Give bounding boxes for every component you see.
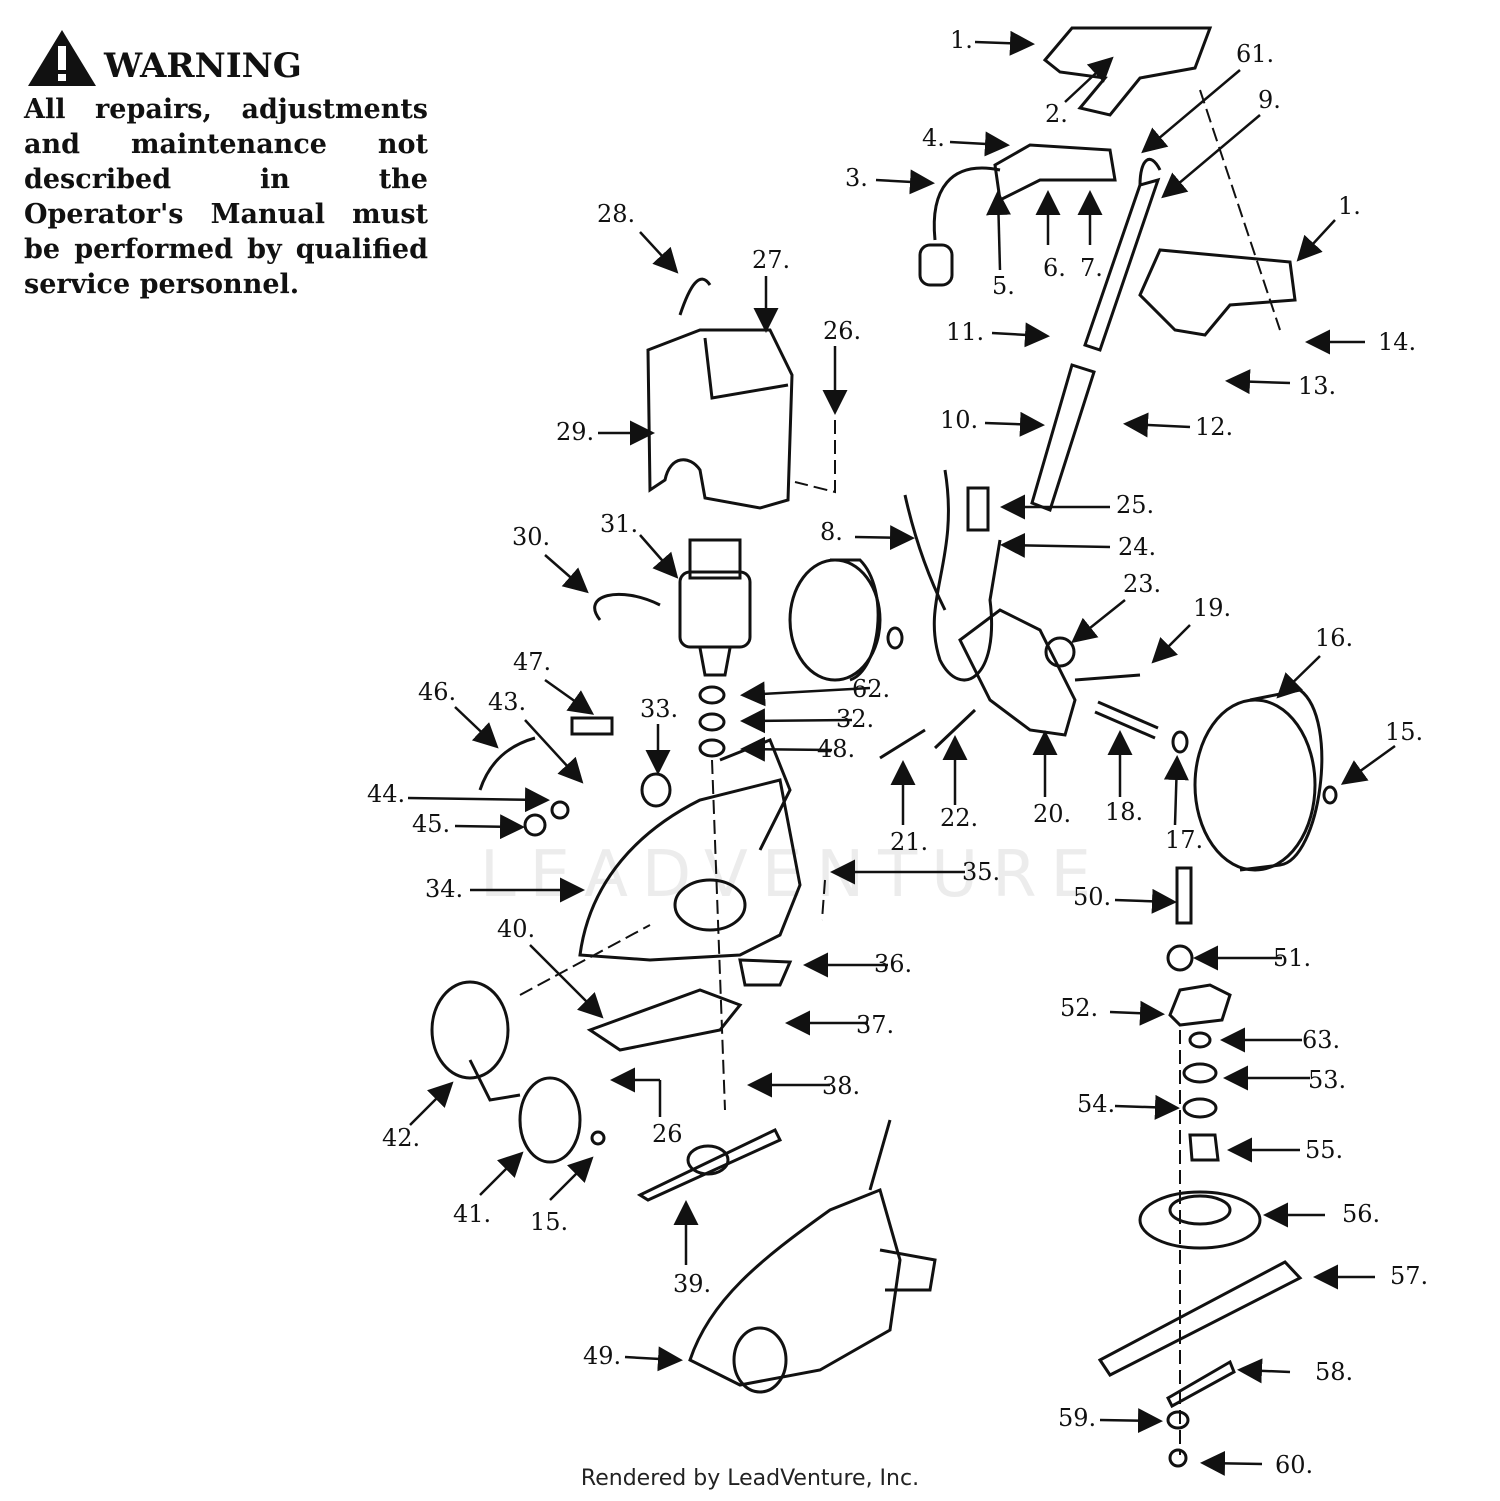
wire-harness	[932, 469, 1002, 682]
callout-15: 15.	[1385, 718, 1423, 746]
handle-grip-top	[1042, 26, 1213, 117]
handle-bend	[1138, 157, 1162, 186]
callout-55: 55.	[1305, 1136, 1343, 1164]
callout-50: 50.	[1073, 883, 1111, 911]
callout-44: 44.	[367, 780, 405, 808]
callout-22: 22.	[940, 804, 978, 832]
callout-38: 38.	[822, 1072, 860, 1100]
callout-4: 4.	[922, 124, 945, 152]
upper-handle-tube	[1083, 177, 1161, 352]
callout-34: 34.	[425, 875, 463, 903]
callout-16: 16.	[1315, 624, 1353, 652]
edger-guide	[958, 608, 1077, 737]
callout-1-side-grip: 1.	[1338, 192, 1361, 220]
callout-54: 54.	[1077, 1090, 1115, 1118]
callout-2: 2.	[1045, 100, 1068, 128]
blade-small	[636, 1128, 783, 1202]
callout-30: 30.	[512, 523, 550, 551]
callout-33: 33.	[640, 695, 678, 723]
callout-63: 63.	[1302, 1026, 1340, 1054]
callout-31: 31.	[600, 510, 638, 538]
callout-27: 27.	[752, 246, 790, 274]
edger-blade	[1097, 1260, 1303, 1377]
render-credit: Rendered by LeadVenture, Inc.	[580, 1466, 920, 1491]
callout-20: 20.	[1033, 800, 1071, 828]
callout-26-lower: 26	[652, 1120, 683, 1148]
callout-21: 21.	[890, 828, 928, 856]
callout-51: 51.	[1273, 944, 1311, 972]
wheel-right	[1193, 698, 1317, 872]
warning-title: WARNING	[104, 46, 302, 86]
callout-26: 26.	[823, 317, 861, 345]
clamp	[593, 592, 661, 621]
wheel-small	[518, 1076, 582, 1164]
callout-15-left: 15.	[530, 1208, 568, 1236]
callout-9: 9.	[1258, 86, 1281, 114]
callout-14: 14.	[1378, 328, 1416, 356]
callout-5: 5.	[992, 272, 1015, 300]
callout-39: 39.	[673, 1270, 711, 1298]
callout-28: 28.	[597, 200, 635, 228]
callout-18: 18.	[1105, 798, 1143, 826]
motor	[678, 570, 752, 649]
callout-58: 58.	[1315, 1358, 1353, 1386]
fan-impeller	[1138, 1190, 1262, 1250]
cord-plug	[918, 243, 954, 287]
callout-45: 45.	[412, 810, 450, 838]
motor-cover	[646, 328, 794, 510]
callout-17: 17.	[1165, 826, 1203, 854]
callout-60: 60.	[1275, 1451, 1313, 1479]
callout-29: 29.	[556, 418, 594, 446]
callout-57: 57.	[1390, 1262, 1428, 1290]
warning-text: All repairs, adjustments and maintenance…	[24, 94, 428, 300]
housing-assembly	[688, 1187, 902, 1387]
callout-35: 35.	[962, 858, 1000, 886]
callout-7: 7.	[1080, 254, 1103, 282]
callout-49: 49.	[583, 1342, 621, 1370]
callout-41: 41.	[453, 1200, 491, 1228]
callout-42: 42.	[382, 1124, 420, 1152]
handle-grip-side	[1138, 248, 1297, 337]
callout-6: 6.	[1043, 254, 1066, 282]
callout-23: 23.	[1123, 570, 1161, 598]
blade-adapter	[1168, 983, 1232, 1027]
callout-59: 59.	[1058, 1404, 1096, 1432]
callout-52: 52.	[1060, 994, 1098, 1022]
callout-56: 56.	[1342, 1200, 1380, 1228]
blade-guard	[586, 988, 743, 1052]
callout-12: 12.	[1195, 413, 1233, 441]
callout-53: 53.	[1308, 1066, 1346, 1094]
callout-61: 61.	[1236, 40, 1274, 68]
callout-40: 40.	[497, 915, 535, 943]
callout-24: 24.	[1118, 533, 1156, 561]
cord	[932, 166, 1001, 241]
callout-10: 10.	[940, 406, 978, 434]
callout-11: 11.	[946, 318, 984, 346]
depth-adjust	[430, 980, 510, 1080]
callout-25: 25.	[1116, 491, 1154, 519]
callout-1: 1.	[950, 26, 973, 54]
callout-62: 62.	[852, 675, 890, 703]
blade-housing	[578, 778, 802, 962]
lower-handle-tube	[1030, 363, 1096, 512]
callout-13: 13.	[1298, 372, 1336, 400]
callout-32: 32.	[836, 705, 874, 733]
callout-19: 19.	[1193, 594, 1231, 622]
callout-3: 3.	[845, 164, 868, 192]
callout-46: 46.	[418, 678, 456, 706]
bolt-cap	[1166, 944, 1194, 972]
callout-47: 47.	[513, 648, 551, 676]
callout-43: 43.	[488, 688, 526, 716]
callout-36: 36.	[874, 950, 912, 978]
switch-assembly	[993, 143, 1117, 203]
callout-48: 48.	[817, 735, 855, 763]
callout-37: 37.	[856, 1011, 894, 1039]
callout-8: 8.	[820, 518, 843, 546]
